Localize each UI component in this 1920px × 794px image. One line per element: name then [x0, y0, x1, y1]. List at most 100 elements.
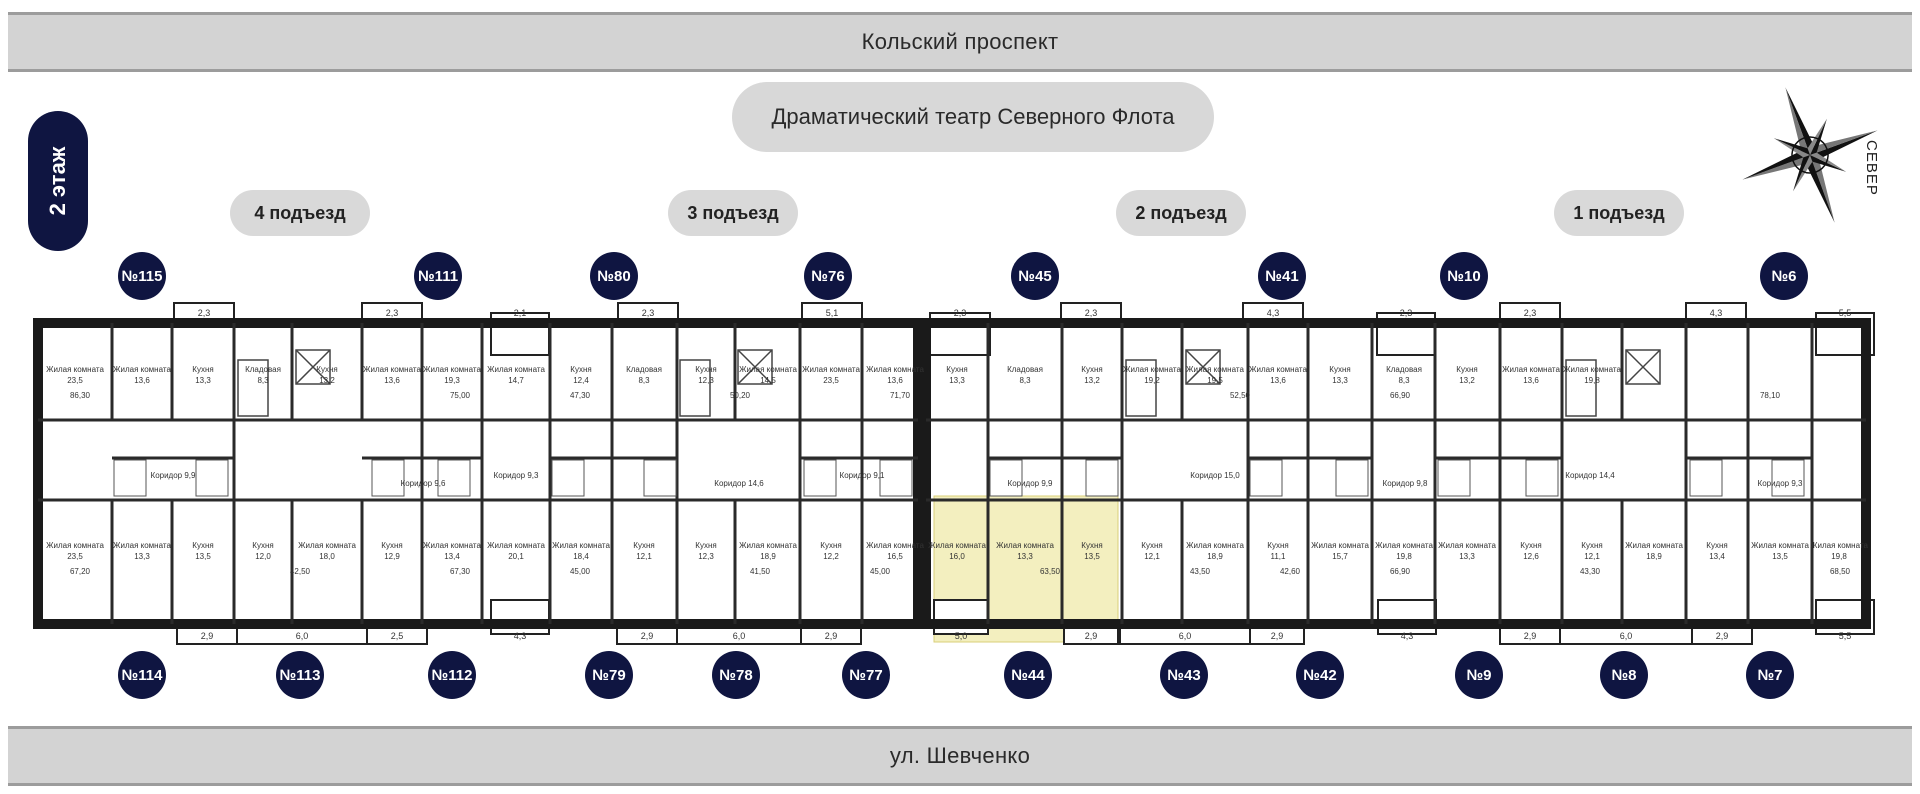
entrance-1[interactable]: 1 подъезд — [1554, 190, 1684, 236]
room-area-label: 13,6 — [887, 376, 903, 385]
balcony-area-label: 5,5 — [1839, 631, 1852, 641]
room-area-label: 12,1 — [1584, 552, 1600, 561]
room-type-label: Кухня — [192, 541, 213, 550]
apartment-badge-112[interactable]: №112 — [428, 651, 476, 699]
room-area-label: 19,3 — [444, 376, 460, 385]
entrance-4-label: 4 подъезд — [254, 202, 346, 223]
room-area-label: 12,9 — [384, 552, 400, 561]
apartment-badge-8[interactable]: №8 — [1600, 651, 1648, 699]
apartment-number: №111 — [417, 267, 459, 285]
room-area-label: 18,9 — [1207, 552, 1223, 561]
apartment-total-area: 45,00 — [870, 567, 891, 576]
street-top: Кольский проспект — [8, 12, 1912, 72]
balcony-area-label: 2,9 — [1271, 631, 1284, 641]
apartment-number: №112 — [431, 666, 473, 684]
room-type-label: Кухня — [1141, 541, 1162, 550]
balcony-area-label: 4,3 — [514, 631, 527, 641]
apartment-number: №41 — [1265, 267, 1299, 285]
compass-rose-icon — [1735, 80, 1885, 235]
room-area-label: 13,4 — [444, 552, 460, 561]
room-area-label: 13,2 — [1459, 376, 1475, 385]
bathrooms — [113, 459, 1805, 497]
room-area-label: 11,1 — [1271, 552, 1287, 561]
apartment-total-area: 66,90 — [1390, 567, 1411, 576]
room-type-label: Кухня — [1706, 541, 1727, 550]
apartment-badge-115[interactable]: №115 — [118, 252, 166, 300]
apartment-badge-45[interactable]: №45 — [1011, 252, 1059, 300]
room-type-label: Кладовая — [626, 365, 662, 374]
room-area-label: 13,2 — [1084, 376, 1100, 385]
room-area-label: 13,5 — [1772, 552, 1788, 561]
apartment-number: №44 — [1011, 666, 1045, 684]
apartment-number: №115 — [121, 267, 163, 285]
apartment-number: №45 — [1018, 267, 1052, 285]
apartment-badge-111[interactable]: №111 — [414, 252, 462, 300]
apartment-badge-44[interactable]: №44 — [1004, 651, 1052, 699]
apartment-number: №79 — [592, 666, 626, 684]
room-type-label: Кухня — [570, 365, 591, 374]
apartment-badge-80[interactable]: №80 — [590, 252, 638, 300]
balcony-area-label: 6,0 — [296, 631, 309, 641]
room-type-label: Жилая комната — [928, 541, 986, 550]
apartment-total-area: 68,50 — [1830, 567, 1851, 576]
room-area-label: 19,8 — [1396, 552, 1412, 561]
entrance-2-label: 2 подъезд — [1135, 202, 1227, 223]
room-type-label: Кухня — [946, 365, 967, 374]
apartment-badge-42[interactable]: №42 — [1296, 651, 1344, 699]
room-area-label: 13,3 — [1017, 552, 1033, 561]
apartment-badge-114[interactable]: №114 — [118, 651, 166, 699]
apartment-total-area: 52,50 — [1230, 391, 1251, 400]
corridor-label: Коридор 9,9 — [151, 471, 196, 480]
entrance-4[interactable]: 4 подъезд — [230, 190, 370, 236]
room-type-label: Кухня — [192, 365, 213, 374]
room-area-label: 20,1 — [508, 552, 524, 561]
room-area-label: 23,5 — [67, 552, 83, 561]
room-type-label: Кухня — [1520, 541, 1541, 550]
staircases — [237, 349, 1661, 417]
entrance-3-label: 3 подъезд — [687, 202, 779, 223]
entrance-2[interactable]: 2 подъезд — [1116, 190, 1246, 236]
apartment-badge-77[interactable]: №77 — [842, 651, 890, 699]
interior-walls — [38, 323, 1866, 624]
apartment-badge-6[interactable]: №6 — [1760, 252, 1808, 300]
room-type-label: Жилая комната — [1123, 365, 1181, 374]
apartment-badge-7[interactable]: №7 — [1746, 651, 1794, 699]
room-area-label: 19,5 — [1207, 376, 1223, 385]
room-type-label: Жилая комната — [1375, 541, 1433, 550]
balcony-area-label: 6,0 — [1620, 631, 1633, 641]
room-type-label: Жилая комната — [423, 365, 481, 374]
apartment-number: №113 — [279, 666, 321, 684]
apartment-badge-76[interactable]: №76 — [804, 252, 852, 300]
entrance-3[interactable]: 3 подъезд — [668, 190, 798, 236]
apartment-badge-9[interactable]: №9 — [1455, 651, 1503, 699]
room-type-label: Жилая комната — [1186, 541, 1244, 550]
apartment-badge-113[interactable]: №113 — [276, 651, 324, 699]
apartment-total-area: 67,30 — [450, 567, 471, 576]
apartment-badge-41[interactable]: №41 — [1258, 252, 1306, 300]
room-area-label: 13,6 — [134, 376, 150, 385]
room-area-label: 23,5 — [67, 376, 83, 385]
room-type-label: Кухня — [695, 365, 716, 374]
room-area-label: 16,5 — [887, 552, 903, 561]
entrance-1-label: 1 подъезд — [1573, 202, 1665, 223]
apartment-badge-78[interactable]: №78 — [712, 651, 760, 699]
room-type-label: Кухня — [1081, 541, 1102, 550]
apartment-total-area: 43,50 — [1190, 567, 1211, 576]
room-type-label: Жилая комната — [298, 541, 356, 550]
room-type-label: Жилая комната — [1249, 365, 1307, 374]
apartment-badge-10[interactable]: №10 — [1440, 252, 1488, 300]
room-area-label: 12,0 — [255, 552, 271, 561]
room-type-label: Жилая комната — [552, 541, 610, 550]
corridor-label: Коридор 9,6 — [401, 479, 446, 488]
room-area-label: 12,3 — [698, 376, 714, 385]
apartment-number: №114 — [121, 666, 163, 684]
room-type-label: Жилая комната — [1311, 541, 1369, 550]
apartment-number: №80 — [597, 267, 631, 285]
room-type-label: Жилая комната — [1438, 541, 1496, 550]
apartment-number: №6 — [1771, 267, 1797, 285]
street-top-label: Кольский проспект — [861, 29, 1059, 54]
apartment-badge-43[interactable]: №43 — [1160, 651, 1208, 699]
apartment-badge-79[interactable]: №79 — [585, 651, 633, 699]
apartment-total-area: 78,10 — [1760, 391, 1781, 400]
